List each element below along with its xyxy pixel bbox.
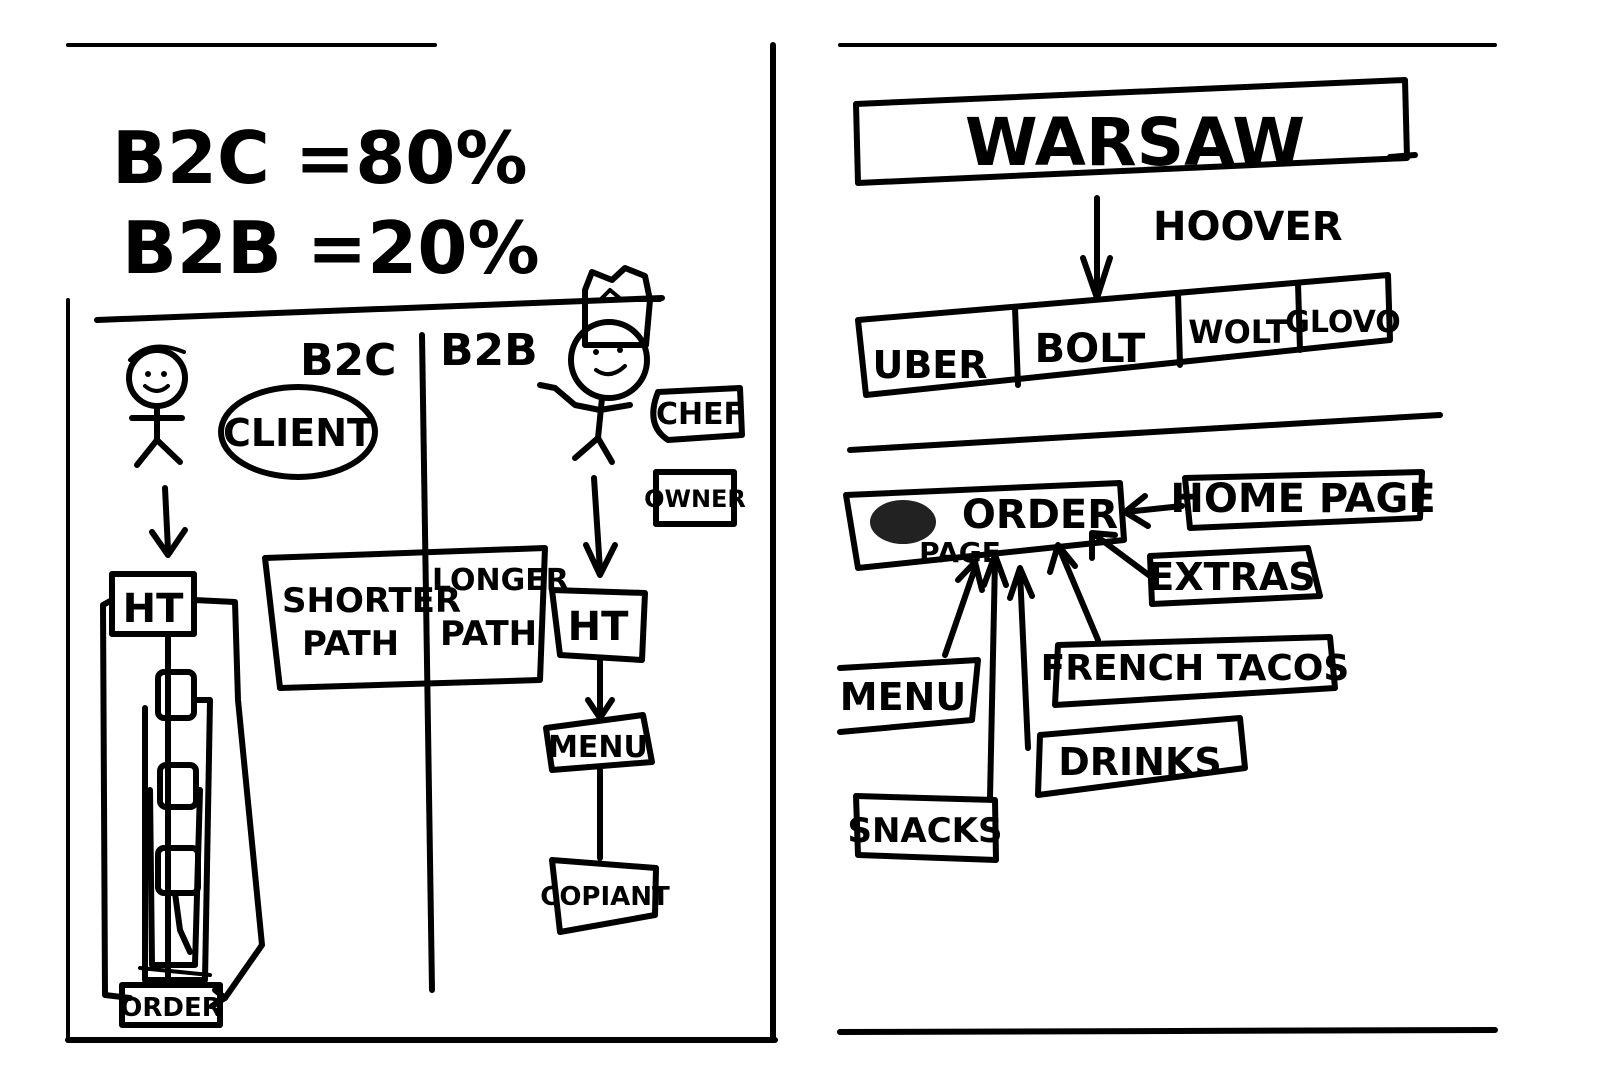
warsaw-label: WARSAW	[965, 104, 1305, 181]
client-order-box	[119, 982, 223, 1028]
home-page-box	[1182, 469, 1425, 531]
chef-stick-figure	[537, 265, 662, 465]
platform-wolt: WOLT	[1188, 313, 1288, 351]
menu-arrow	[942, 559, 985, 658]
right-separator	[847, 412, 1443, 453]
client-ellipse	[218, 384, 378, 480]
platform-divider-1	[1012, 305, 1021, 388]
client-label: CLIENT	[223, 411, 373, 455]
owner-label-box	[653, 469, 737, 527]
shorter-path-line2: PATH	[302, 624, 399, 664]
right-page-bottom-line	[837, 1027, 1498, 1035]
longer-path-line1: LONGER	[432, 563, 569, 598]
chef-menu-box	[543, 712, 655, 773]
column-divider	[419, 332, 435, 993]
chef-copiant-label: COPIANT	[540, 882, 670, 912]
owner-label: OWNER	[644, 485, 746, 513]
chef-copiant-box	[549, 857, 659, 935]
left-separator	[94, 295, 665, 323]
drinks-arrow	[1007, 565, 1035, 751]
chef-arrow-menu	[585, 657, 615, 721]
platform-glovo: GLOVO	[1285, 305, 1401, 340]
menu-label: MENU	[840, 675, 966, 719]
home-page-arrow	[1122, 493, 1185, 529]
french-tacos-arrow	[1047, 542, 1101, 643]
drinks-box	[1035, 715, 1248, 798]
platform-divider-3	[1295, 280, 1303, 353]
client-arrow-down	[149, 485, 188, 558]
client-ht-box	[109, 571, 197, 637]
french-tacos-label: FRENCH TACOS	[1041, 648, 1350, 689]
scribble-blob	[870, 500, 936, 544]
shorter-path-line1: SHORTER	[282, 581, 461, 621]
snacks-arrow	[981, 552, 1009, 801]
chef-menu-label: MENU	[548, 730, 648, 765]
client-order-loop	[100, 597, 265, 1009]
client-order-label: ORDER	[120, 993, 222, 1023]
client-stick-figure	[126, 344, 188, 468]
b2c-ratio: B2C =80%	[112, 116, 528, 200]
chef-ht-box	[549, 587, 648, 663]
warsaw-box-tail	[1387, 152, 1418, 160]
client-ht-label: HT	[123, 586, 184, 632]
platforms-strip	[855, 272, 1393, 398]
chef-label: CHEF	[656, 397, 744, 432]
chef-label-box	[650, 385, 745, 443]
hoover-arrow	[1080, 195, 1113, 301]
order-page-line2: PAGE	[919, 536, 1001, 569]
chef-ht-label: HT	[568, 604, 629, 650]
path-compare-box	[262, 545, 548, 691]
b2c-column-header: B2C	[300, 335, 396, 386]
home-page-label: HOME PAGE	[1170, 476, 1435, 522]
longer-path-line2: PATH	[440, 614, 537, 654]
drinks-label: DRINKS	[1058, 740, 1222, 784]
menu-box	[837, 657, 981, 735]
extras-box	[1147, 545, 1323, 607]
hoover-label: HOOVER	[1153, 204, 1343, 250]
order-page-box	[843, 480, 1127, 571]
platform-bolt: BOLT	[1035, 326, 1146, 372]
chef-arrow-down	[583, 475, 618, 578]
french-tacos-box	[1052, 634, 1338, 708]
platform-divider-2	[1175, 290, 1183, 368]
extras-arrow	[1089, 530, 1153, 579]
extras-label: EXTRAS	[1148, 555, 1315, 599]
snacks-box	[853, 793, 999, 863]
platform-uber: UBER	[872, 343, 987, 387]
b2b-ratio: B2B =20%	[122, 206, 540, 290]
left-page: B2C =80% B2B =20% B2C B2B CLIENT HT	[65, 42, 778, 1043]
snacks-label: SNACKS	[847, 811, 1002, 851]
b2b-column-header: B2B	[440, 325, 538, 376]
right-page: WARSAW HOOVER UBER BOLT WOLT GLOVO ORDER…	[837, 43, 1498, 1035]
